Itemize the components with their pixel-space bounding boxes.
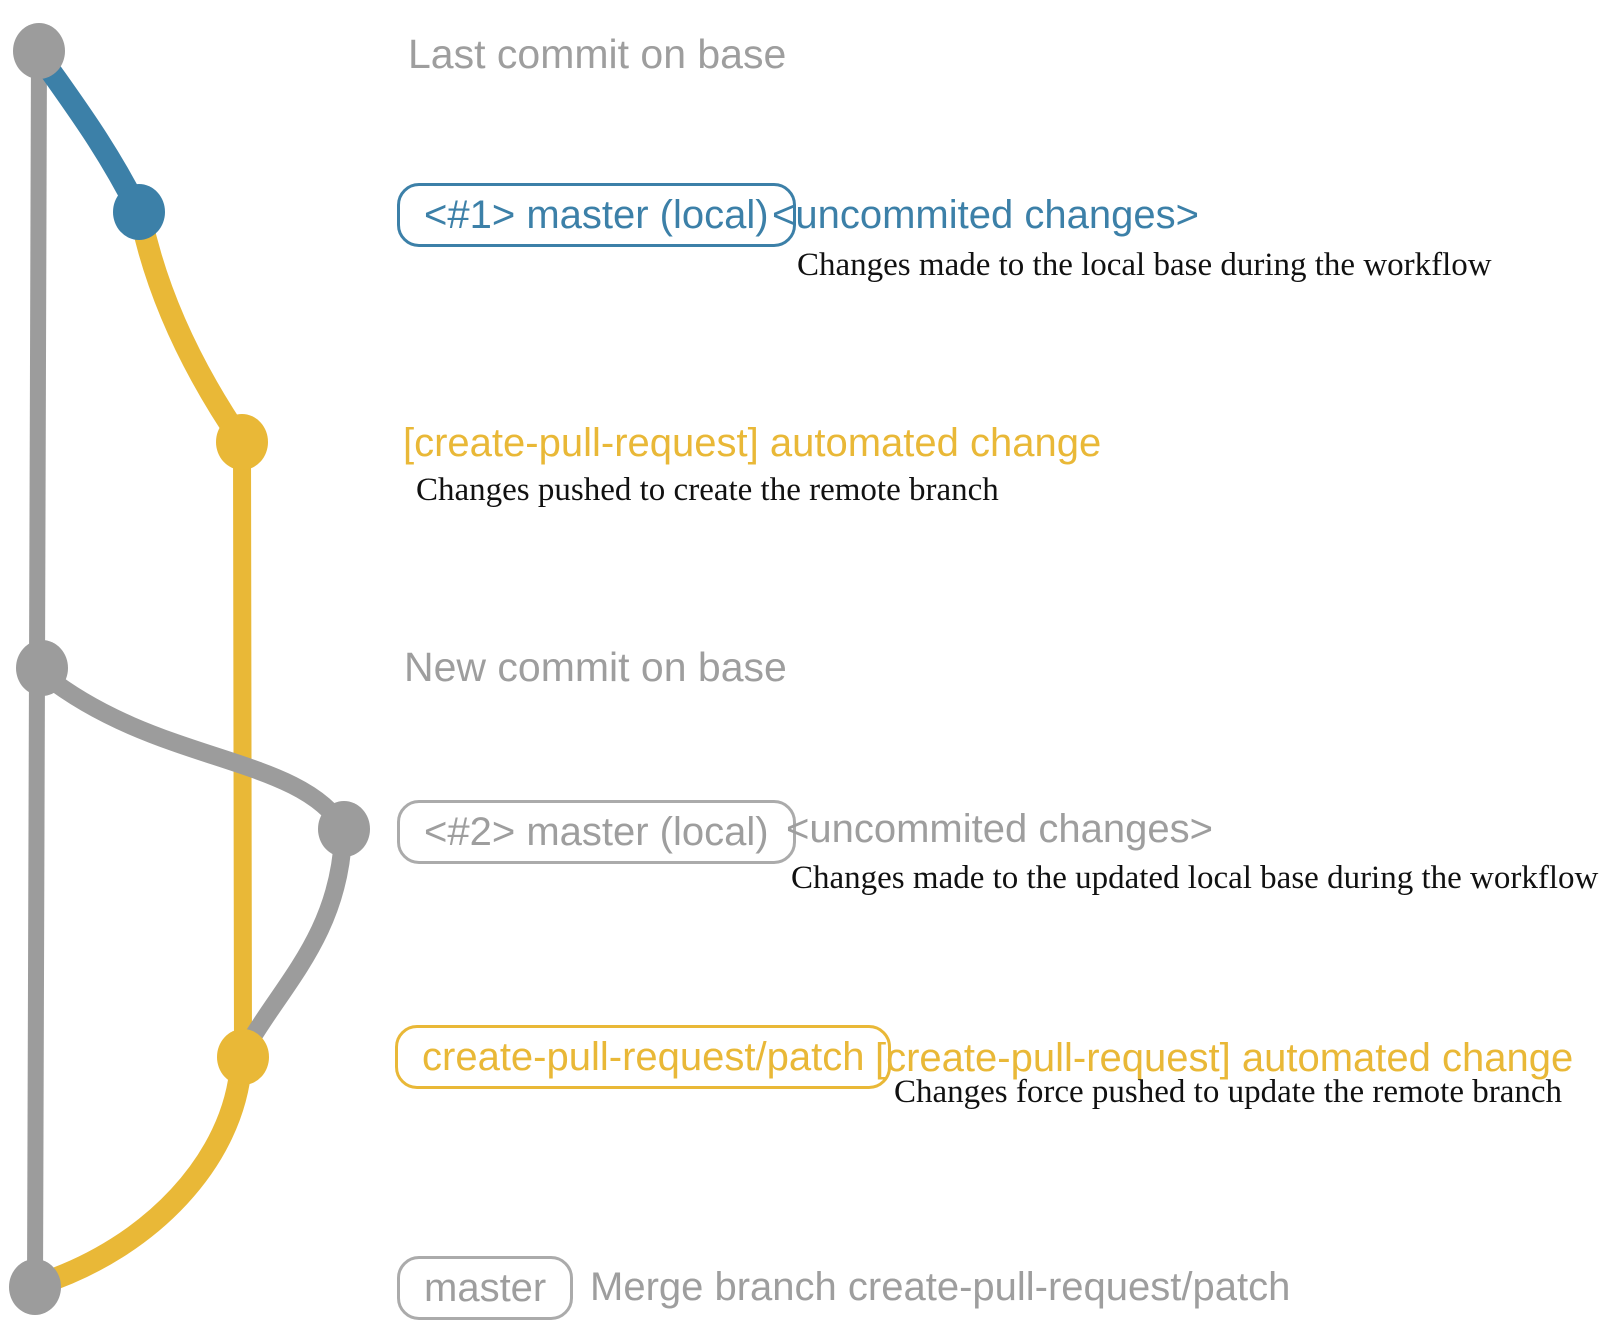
commit-node-remote-2 <box>217 1029 269 1085</box>
commit-message-uncommited-1: <uncommited changes> <box>772 193 1199 237</box>
rebase-curve-out <box>37 667 353 838</box>
caption-push-remote-branch: Changes pushed to create the remote bran… <box>416 472 999 508</box>
branch-badge-master-local-1: <#1> master (local) <box>397 183 796 247</box>
branch-badge-create-pull-request-patch: create-pull-request/patch <box>395 1025 892 1089</box>
force-push-curve <box>237 829 352 1057</box>
branch-badge-master-local-2: <#2> master (local) <box>397 800 796 864</box>
label-last-commit-on-base: Last commit on base <box>408 31 787 77</box>
remote-branch-line <box>233 433 252 1066</box>
local-branch-curve-1 <box>29 45 150 223</box>
branch-badge-master: master <box>397 1256 574 1320</box>
caption-local-changes-2: Changes made to the updated local base d… <box>791 860 1599 896</box>
label-new-commit-on-base: New commit on base <box>404 644 787 690</box>
caption-local-changes-1: Changes made to the local base during th… <box>797 247 1492 283</box>
commit-message-automated-change-2: [create-pull-request] automated change <box>875 1036 1574 1080</box>
commit-node-local-1 <box>113 184 165 240</box>
commit-node-local-2 <box>318 801 370 857</box>
commit-node-remote-1 <box>216 414 268 470</box>
commit-message-uncommited-2: <uncommited changes> <box>786 807 1213 851</box>
merge-curve <box>29 1053 252 1295</box>
caption-force-push-remote-branch: Changes force pushed to update the remot… <box>894 1074 1563 1110</box>
commit-message-automated-change-1: [create-pull-request] automated change <box>403 421 1102 465</box>
commit-node-merge <box>9 1259 61 1315</box>
remote-branch-curve-top <box>130 207 253 453</box>
commit-node-last-base <box>13 23 65 79</box>
commit-message-merge: Merge branch create-pull-request/patch <box>590 1265 1291 1309</box>
commit-node-new-base <box>16 640 68 696</box>
